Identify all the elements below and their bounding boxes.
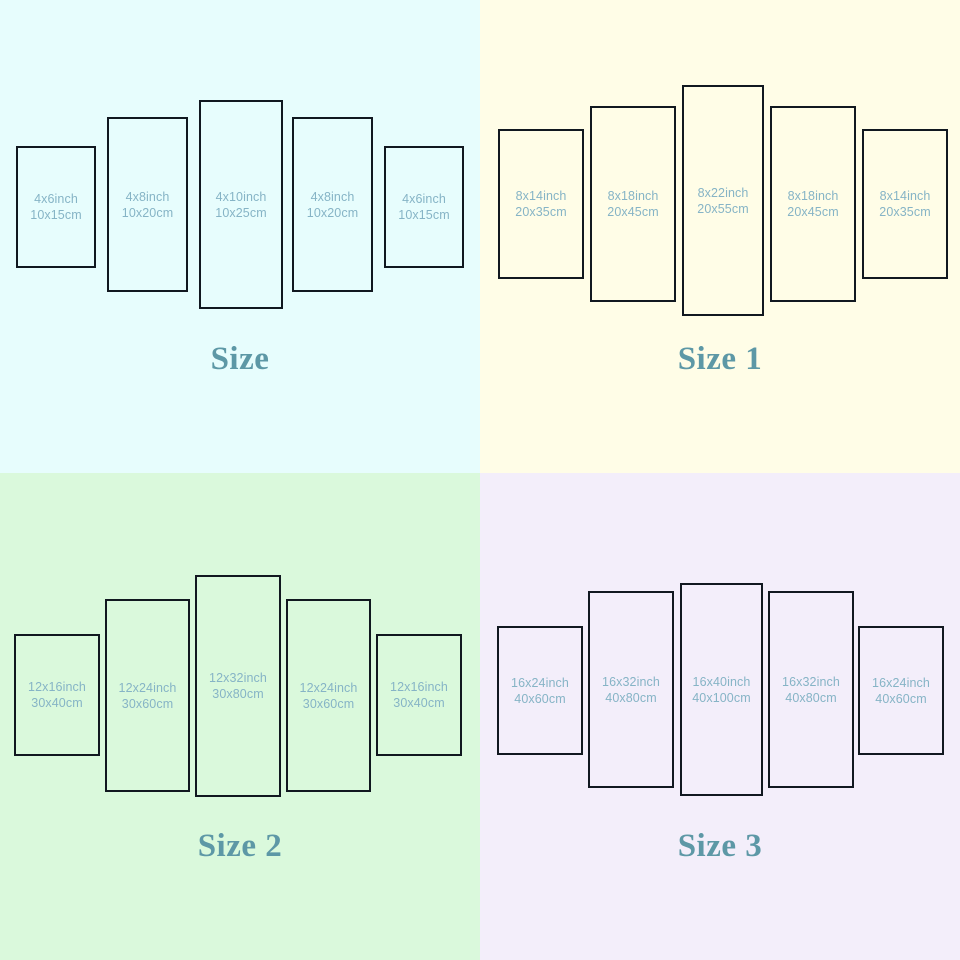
panel-size-cm: 30x40cm: [393, 696, 445, 710]
canvas-panel: 8x14inch 20x35cm: [498, 129, 584, 279]
panel-size-cm: 30x80cm: [212, 687, 264, 701]
panel-size-cm: 10x25cm: [215, 205, 267, 220]
panel-size-label: 8x18inch 20x45cm: [787, 188, 838, 220]
quadrant-title: Size 1: [677, 341, 763, 377]
panel-size-cm: 20x45cm: [787, 205, 839, 219]
panel-size-inch: 16x32inch: [782, 674, 840, 689]
panel-size-cm: 20x35cm: [879, 205, 931, 219]
panel-size-inch: 4x6inch: [34, 192, 78, 206]
panel-size-cm: 10x15cm: [30, 208, 82, 222]
panel-size-label: 8x18inch 20x45cm: [607, 188, 658, 220]
canvas-panel: 12x16inch 30x40cm: [376, 634, 462, 756]
panel-size-cm: 30x60cm: [302, 696, 355, 711]
panel-size-cm: 20x45cm: [607, 205, 659, 219]
panel-size-label: 4x6inch 10x15cm: [398, 191, 449, 223]
quadrant-title: Size 2: [197, 828, 283, 864]
panel-size-inch: 12x24inch: [299, 680, 358, 695]
panel-size-cm: 20x55cm: [697, 201, 749, 216]
panel-size-inch: 12x16inch: [390, 680, 448, 694]
panel-size-inch: 8x22inch: [697, 185, 749, 200]
quadrant-title: Size 3: [677, 828, 763, 864]
panel-size-inch: 8x18inch: [607, 189, 659, 203]
panel-size-cm: 40x60cm: [875, 691, 927, 706]
panel-size-inch: 8x14inch: [879, 189, 931, 203]
canvas-panel: 12x32inch 30x80cm: [195, 575, 281, 797]
panel-size-cm: 30x60cm: [121, 696, 174, 711]
panel-size-cm: 10x20cm: [121, 205, 174, 220]
panel-size-cm: 20x35cm: [515, 205, 567, 219]
panel-size-label: 12x32inch 30x80cm: [209, 670, 267, 702]
canvas-panel: 4x6inch 10x15cm: [384, 146, 464, 268]
panel-size-cm: 40x80cm: [785, 690, 837, 705]
panel-size-inch: 4x8inch: [310, 189, 355, 204]
canvas-panel: 12x16inch 30x40cm: [14, 634, 100, 756]
panel-size-cm: 10x20cm: [306, 205, 359, 220]
canvas-panel: 8x14inch 20x35cm: [862, 129, 948, 279]
panel-size-label: 4x6inch 10x15cm: [30, 191, 81, 223]
panel-size-inch: 12x32inch: [209, 671, 267, 685]
panel-size-inch: 12x16inch: [28, 680, 86, 694]
panel-size-inch: 16x24inch: [872, 675, 930, 690]
panel-size-inch: 12x24inch: [118, 680, 177, 695]
panel-size-inch: 16x24inch: [511, 675, 569, 690]
canvas-panel: 4x6inch 10x15cm: [16, 146, 96, 268]
panel-size-cm: 10x15cm: [398, 208, 450, 222]
panel-size-label: 8x14inch 20x35cm: [879, 188, 930, 220]
panel-size-inch: 16x32inch: [602, 674, 660, 689]
panel-size-inch: 4x10inch: [215, 189, 267, 204]
panel-size-label: 12x16inch 30x40cm: [28, 679, 86, 711]
panel-size-cm: 40x100cm: [692, 690, 751, 705]
panel-size-cm: 40x80cm: [605, 690, 657, 705]
panel-size-cm: 40x60cm: [514, 691, 566, 706]
canvas-panel: 8x18inch 20x45cm: [590, 106, 676, 302]
quadrant-title: Size: [210, 341, 270, 377]
panel-size-inch: 4x6inch: [402, 192, 446, 206]
panel-size-inch: 8x14inch: [515, 189, 567, 203]
canvas-panel: 8x18inch 20x45cm: [770, 106, 856, 302]
panel-size-inch: 16x40inch: [692, 674, 751, 689]
panel-size-inch: 4x8inch: [125, 189, 170, 204]
panel-size-label: 12x16inch 30x40cm: [390, 679, 448, 711]
panel-size-cm: 30x40cm: [31, 696, 83, 710]
panel-size-label: 8x14inch 20x35cm: [515, 188, 566, 220]
panel-size-inch: 8x18inch: [787, 189, 839, 203]
